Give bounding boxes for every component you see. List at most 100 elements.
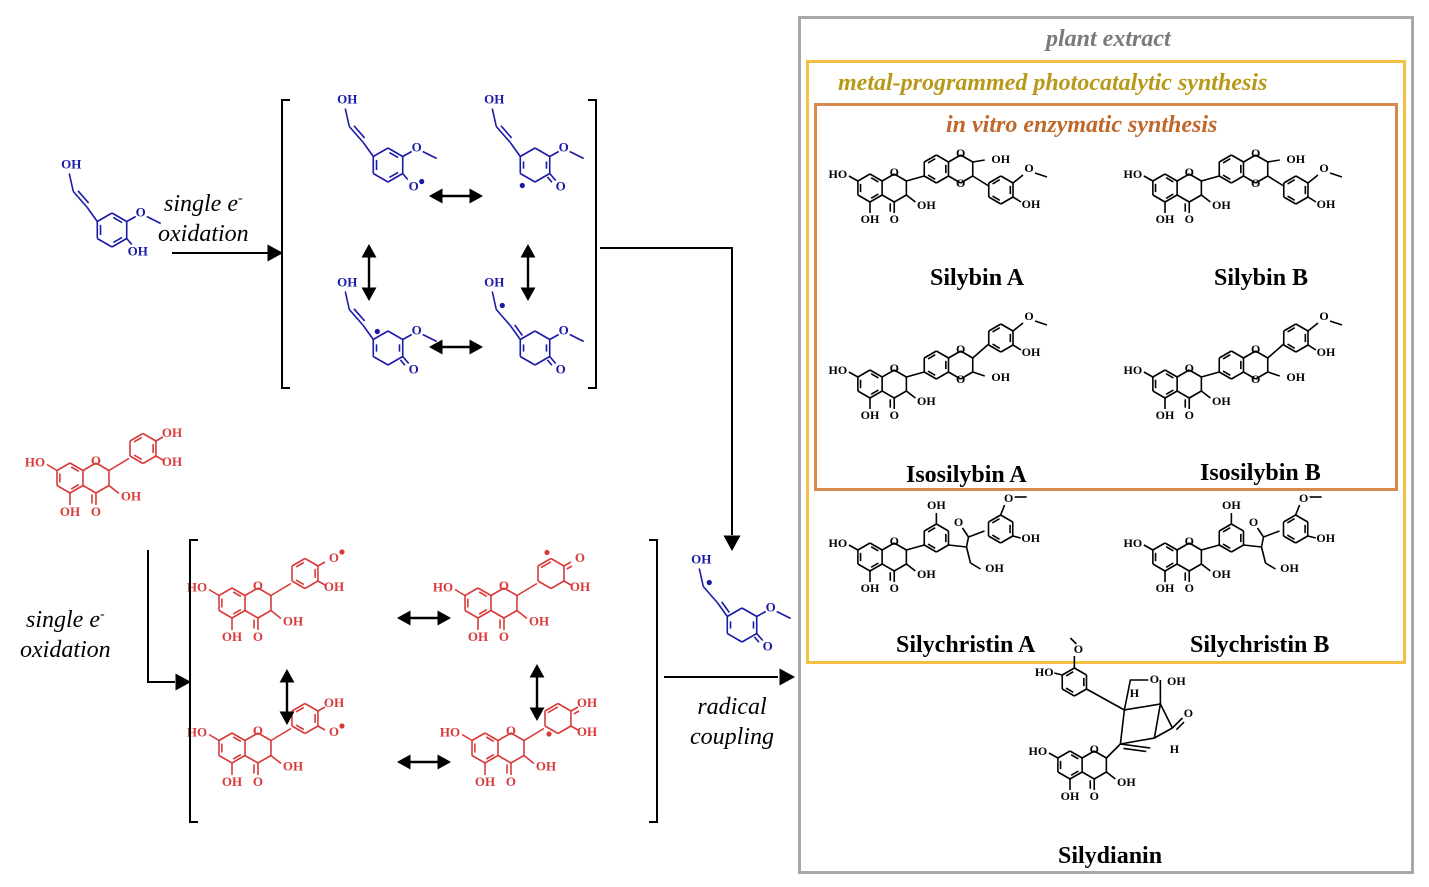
oxidation-label-bottom: single e- oxidation [20, 600, 111, 665]
in-vitro-title: in vitro enzymatic synthesis [946, 112, 1218, 138]
carbonyl-o: O [253, 774, 263, 789]
c5-oh: OH [1156, 212, 1175, 226]
cage-h1: H [1170, 742, 1180, 756]
dioxane-o2: O [1251, 372, 1260, 386]
dioxane-o2: O [956, 176, 965, 190]
ring-o: O [1090, 742, 1099, 756]
methoxy-o: O [136, 204, 146, 219]
silydianin-label: Silydianin [1058, 843, 1163, 869]
oxidation-bottom-line1: single e [26, 607, 100, 633]
resonance-arrow-top-v2 [520, 243, 536, 302]
radical-coupling-line1: radical [697, 694, 767, 720]
c7-ho: HO [829, 363, 848, 377]
quinone-o: O [763, 638, 773, 653]
silybin-a-label: Silybin A [930, 265, 1025, 291]
c3-oh: OH [283, 758, 303, 773]
ring-o: O [890, 361, 899, 375]
silybin-b-label: Silybin B [1214, 265, 1309, 291]
c3-oh: OH [1212, 198, 1231, 212]
side-chain-oh: OH [484, 91, 504, 106]
b3-oh: OH [577, 724, 597, 739]
c7-ho: HO [187, 579, 207, 594]
b4-oh: OH [577, 695, 597, 710]
methoxy-o: O [766, 599, 776, 614]
ring-o: O [890, 165, 899, 179]
phenol-oh: OH [1317, 345, 1336, 359]
quinone-o: O [556, 361, 566, 376]
methoxy-o: O [412, 322, 422, 337]
oxidation-top-sup: - [237, 191, 243, 206]
dioxane-o1: O [1251, 146, 1260, 160]
carbonyl-o: O [91, 504, 101, 519]
c5-oh: OH [222, 629, 242, 644]
silychristin-b-label: Silychristin B [1190, 632, 1330, 658]
b3-oh: OH [162, 454, 182, 469]
radical-coupling-label: radical coupling [690, 692, 774, 752]
metal-programmed-title: metal-programmed photocatalytic synthesi… [838, 70, 1268, 96]
phenol-oh: OH [128, 243, 148, 258]
plant-extract-box [798, 16, 1414, 874]
b4-oh: OH [324, 695, 344, 710]
b4-oh: O [575, 550, 585, 565]
c5-oh: OH [1156, 408, 1175, 422]
phenol-oh: OH [1316, 531, 1335, 545]
c3-oh: OH [536, 758, 556, 773]
c5-oh: OH [861, 212, 880, 226]
furan-o: O [954, 515, 963, 529]
c3-oh: OH [1117, 775, 1136, 789]
dioxane-o1: O [956, 342, 965, 356]
c7-ho: HO [829, 536, 848, 550]
carbonyl-o: O [1090, 789, 1099, 803]
resonance-arrow-bottom-v1 [279, 668, 295, 726]
carbonyl-o: O [890, 581, 899, 595]
resonance-arrow-bottom-h1 [396, 610, 452, 626]
isosilybin-a-label: Isosilybin A [906, 462, 1027, 488]
c5-oh: OH [60, 504, 80, 519]
c7-ho: HO [1029, 744, 1048, 758]
b3-oh: OH [324, 579, 344, 594]
bracket-top-left [281, 99, 290, 389]
dioxane-o1: O [956, 146, 965, 160]
side-chain-oh: OH [484, 274, 504, 289]
resonance-arrow-top-h2 [428, 339, 484, 355]
c7-ho: HO [25, 454, 45, 469]
ch2-oh: OH [991, 370, 1010, 384]
side-chain-oh: OH [691, 551, 711, 566]
ome-o: O [1319, 309, 1328, 323]
carbonyl-o: O [506, 774, 516, 789]
c3-oh: OH [1212, 567, 1231, 581]
b4-oh: O [329, 550, 339, 565]
carbonyl-o: O [499, 629, 509, 644]
resonance-arrow-top-v1 [361, 243, 377, 302]
oxidation-label-top: single e- oxidation [158, 184, 249, 249]
phenoxy-o: O [409, 178, 419, 193]
c3-oh: OH [283, 613, 303, 628]
ome-o: O [1024, 309, 1033, 323]
ome-o: O [1074, 642, 1083, 656]
cage-o: O [1150, 672, 1159, 686]
carbonyl-o: O [890, 212, 899, 226]
c5-oh: OH [468, 629, 488, 644]
oxidation-bottom-sup: - [99, 607, 105, 622]
c5-oh: OH [222, 774, 242, 789]
bracket-bottom-left [189, 539, 198, 823]
ring-o: O [91, 453, 101, 468]
top-oh: OH [927, 498, 946, 512]
furan-o: O [1249, 515, 1258, 529]
oxidation-top-line1: single e [164, 191, 238, 217]
c3-oh: OH [917, 567, 936, 581]
c5-oh: OH [861, 581, 880, 595]
ring-o: O [253, 578, 263, 593]
c3-oh: OH [529, 613, 549, 628]
b4-oh: OH [162, 425, 182, 440]
quinone-o: O [409, 361, 419, 376]
